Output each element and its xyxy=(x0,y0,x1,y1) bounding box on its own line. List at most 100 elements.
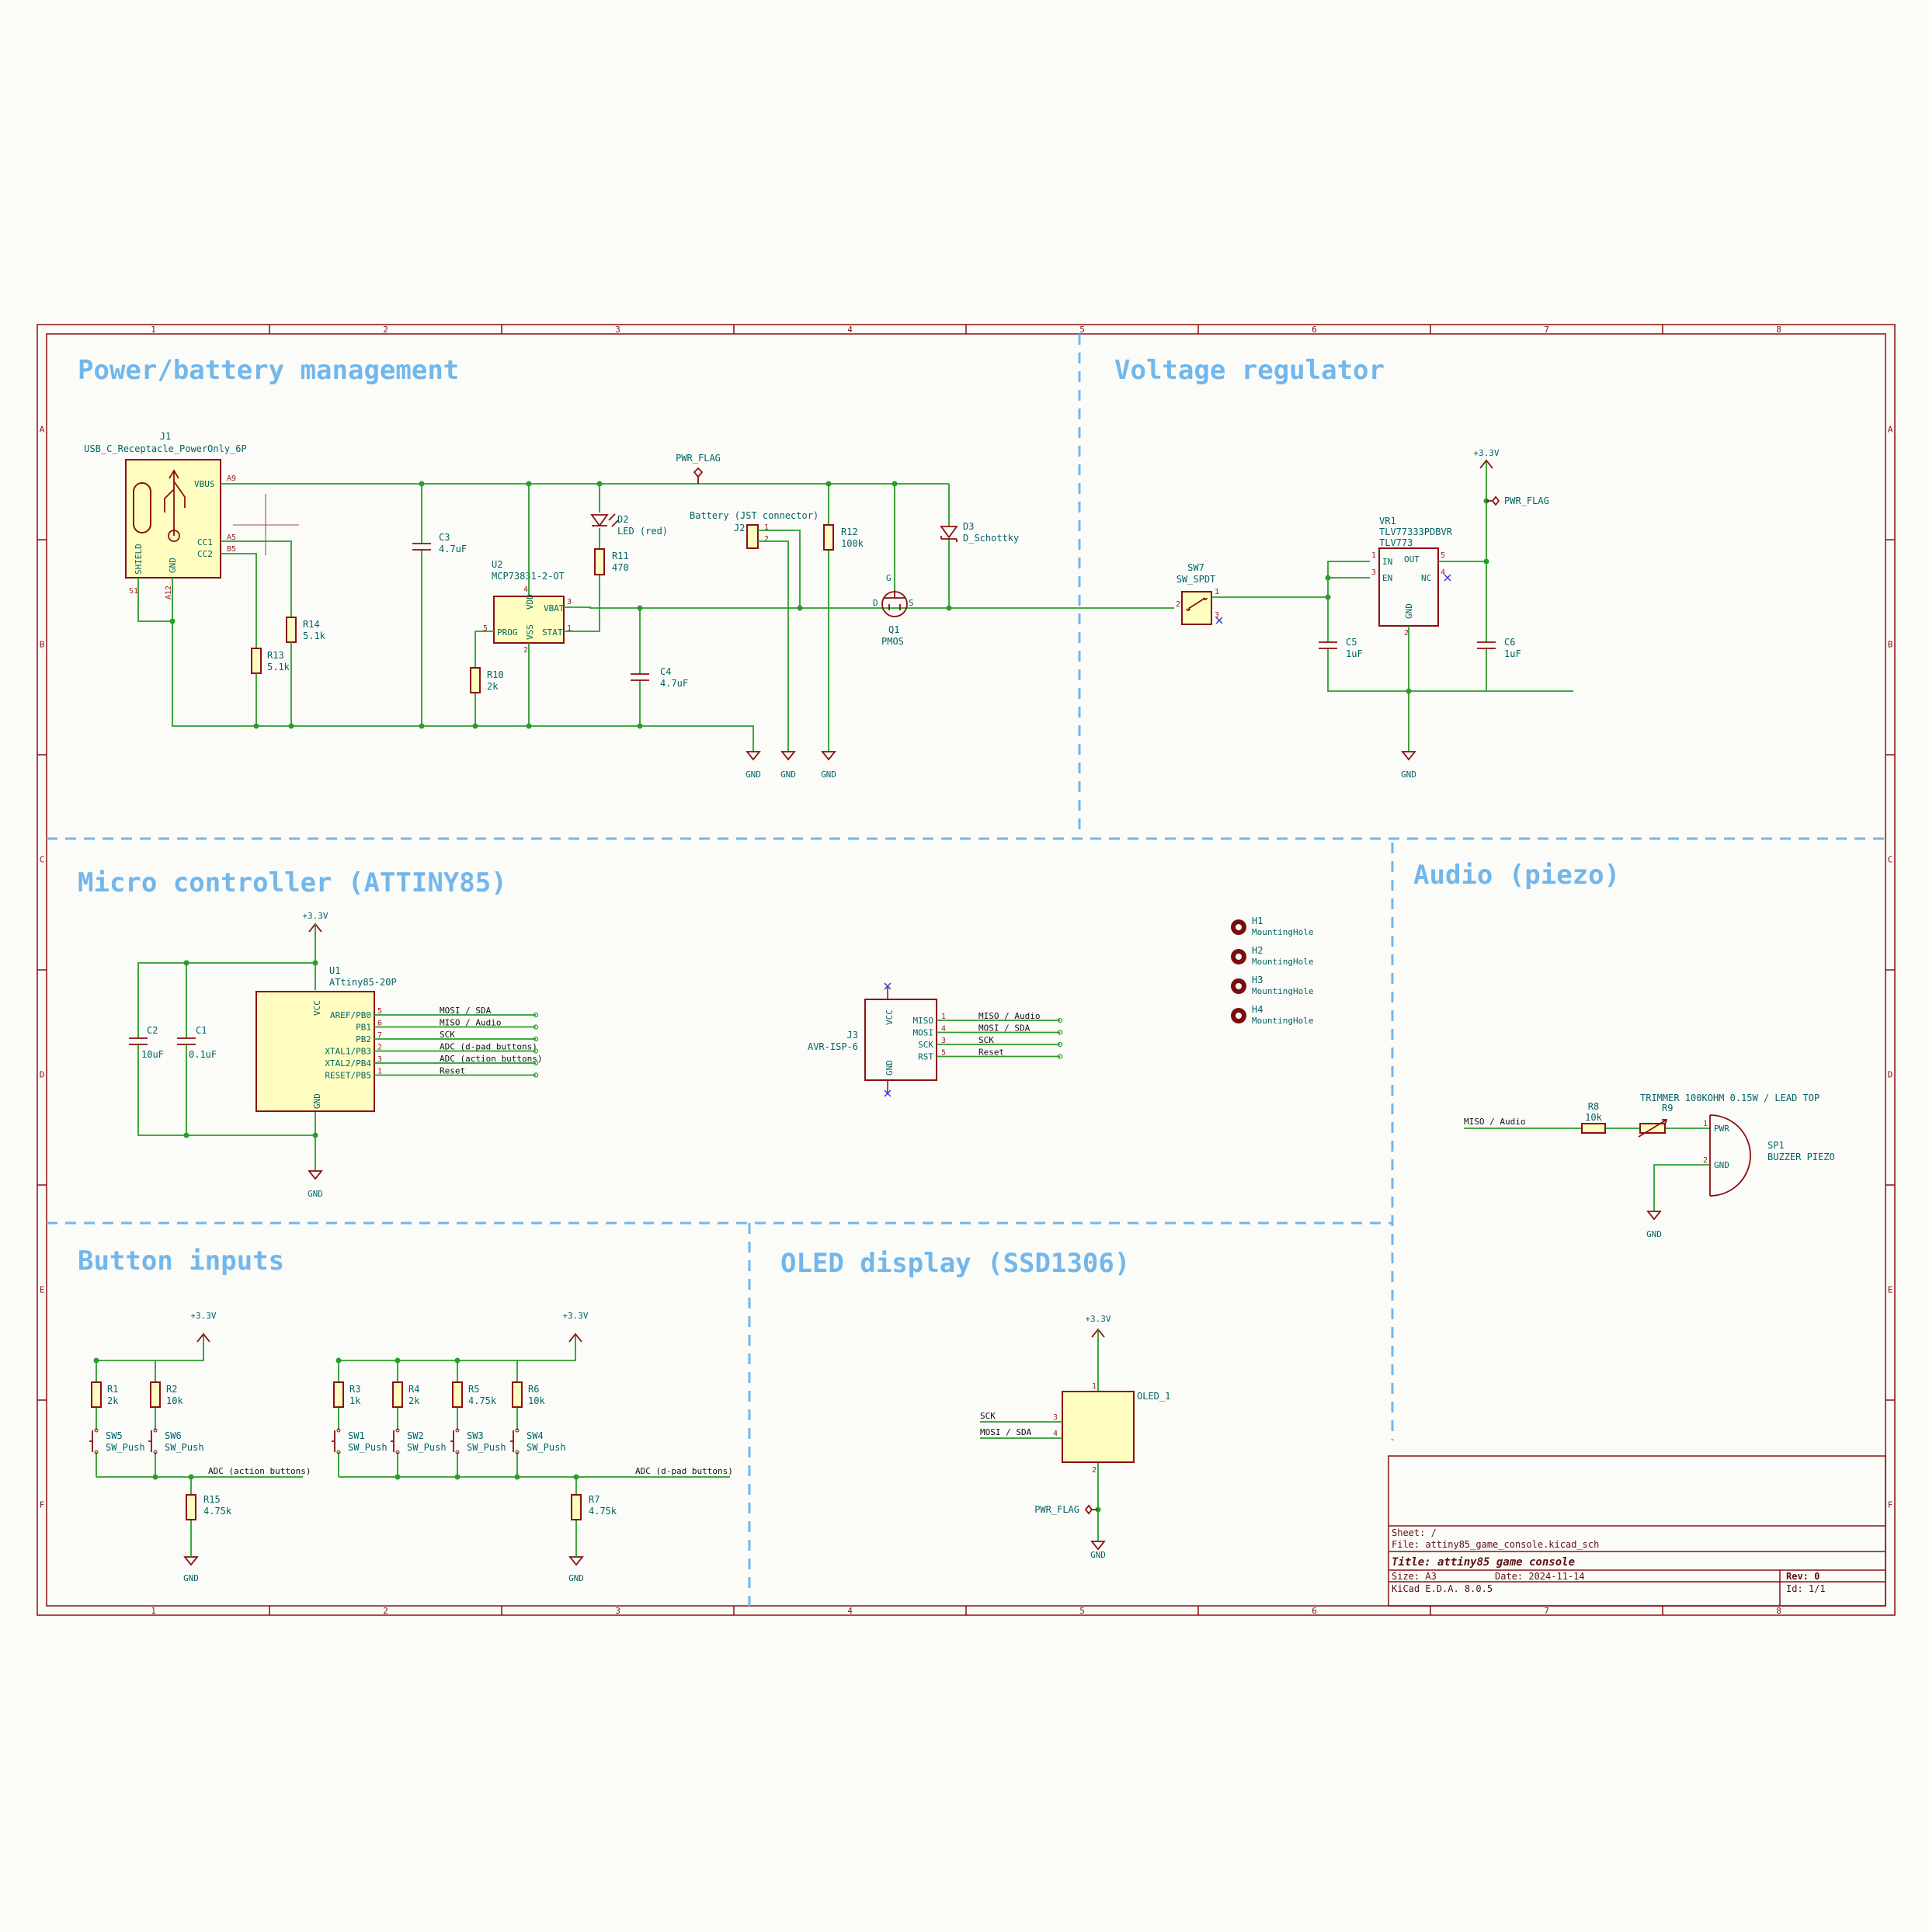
vr1-pin-gnd: GND xyxy=(1404,603,1414,619)
pullup-ref: R5 xyxy=(468,1384,479,1395)
svg-text:GND: GND xyxy=(308,1189,323,1199)
col-mark-top: 5 xyxy=(1079,325,1085,335)
push-switch[interactable] xyxy=(148,1430,155,1452)
v33-arrow-icon xyxy=(1479,459,1493,469)
push-switch[interactable] xyxy=(391,1430,398,1452)
col-mark-top: 2 xyxy=(383,325,388,335)
mounting-hole-center xyxy=(1236,983,1242,989)
svg-text:2: 2 xyxy=(1703,1156,1708,1165)
u1-pin-label: XTAL2/PB4 xyxy=(325,1058,371,1069)
u1-pin-gnd: GND xyxy=(312,1093,322,1109)
d3-ref: D3 xyxy=(963,521,974,532)
push-switch[interactable] xyxy=(332,1430,339,1452)
switch-value: SW_Push xyxy=(106,1442,145,1453)
no-connect-icon xyxy=(1215,617,1223,624)
switch-ref: SW3 xyxy=(467,1430,484,1441)
push-switch[interactable] xyxy=(510,1430,517,1452)
d2-led xyxy=(590,514,609,527)
gnd-symbol-2: GND xyxy=(780,751,796,780)
v33-label-mcu: +3.3V xyxy=(302,911,328,921)
r12-value: 100k xyxy=(841,538,864,549)
j2-ref: J2 xyxy=(734,523,745,533)
switch-ref: SW2 xyxy=(407,1430,424,1441)
c6-ref: C6 xyxy=(1504,637,1515,648)
j1-usb-c-body xyxy=(125,459,221,579)
row-mark-left: F xyxy=(40,1500,45,1510)
oled-ref: OLED_1 xyxy=(1137,1391,1170,1402)
usb-c-port-icon xyxy=(133,482,151,533)
r14-resistor xyxy=(286,617,297,643)
r10-resistor xyxy=(470,667,481,693)
j1-ref: J1 xyxy=(160,431,171,442)
push-switch[interactable] xyxy=(450,1430,457,1452)
r7-value: 4.75k xyxy=(589,1506,617,1517)
svg-text:1: 1 xyxy=(1092,1382,1097,1391)
j3-pin-label: SCK xyxy=(918,1040,933,1050)
pullup-ref: R4 xyxy=(408,1384,419,1395)
section-title-audio: Audio (piezo) xyxy=(1413,860,1620,891)
col-mark-bottom: 4 xyxy=(847,1606,853,1616)
pullup-resistor xyxy=(91,1381,102,1408)
switch-ref: SW4 xyxy=(527,1430,544,1441)
svg-text:GND: GND xyxy=(183,1573,199,1583)
j1-pinnum-a9: A9 xyxy=(227,474,236,483)
j3-pin-label: MOSI xyxy=(913,1028,934,1038)
j3-pin-number: 3 xyxy=(941,1037,946,1045)
col-mark-bottom: 5 xyxy=(1079,1606,1085,1616)
net-terminal-icon xyxy=(1057,1041,1063,1048)
r12-resistor xyxy=(823,524,834,551)
u1-pin-number: 7 xyxy=(377,1031,382,1040)
u2-pinnum-5: 5 xyxy=(483,624,488,633)
row-mark-left: A xyxy=(40,425,45,435)
c3-value: 4.7uF xyxy=(439,544,467,554)
row-mark-right: B xyxy=(1888,640,1893,650)
r8-value: 10k xyxy=(1585,1112,1602,1123)
c3-capacitor xyxy=(412,543,431,551)
vr1-value: TLV77333PDBVR xyxy=(1379,526,1453,537)
svg-text:1: 1 xyxy=(764,523,769,532)
gnd-symbol-btn-right: GND xyxy=(568,1556,584,1583)
d3-schottky-diode xyxy=(940,526,958,542)
u2-ref: U2 xyxy=(492,559,502,570)
col-mark-bottom: 6 xyxy=(1312,1606,1317,1616)
c6-value: 1uF xyxy=(1504,648,1521,659)
switch-ref: SW6 xyxy=(165,1430,182,1441)
svg-text:2: 2 xyxy=(1176,600,1180,609)
net-terminal-icon xyxy=(533,1024,539,1030)
u2-pin-vss: VSS xyxy=(525,624,535,640)
col-mark-top: 3 xyxy=(615,325,620,335)
c1-capacitor xyxy=(177,1037,196,1045)
sw7-spdt-switch xyxy=(1181,591,1212,625)
c5-value: 1uF xyxy=(1346,648,1363,659)
vr1-regulator-ic xyxy=(1378,547,1439,627)
gnd-symbol-3: GND xyxy=(821,751,836,780)
pwr-flag-icon xyxy=(693,467,704,484)
gnd-symbol-audio: GND xyxy=(1646,1211,1662,1239)
c1-value: 0.1uF xyxy=(189,1049,217,1060)
switch-value: SW_Push xyxy=(527,1442,566,1453)
svg-text:GND: GND xyxy=(568,1573,584,1583)
u1-pin-number: 2 xyxy=(377,1044,382,1052)
push-switch[interactable] xyxy=(89,1430,96,1452)
oled-display-module xyxy=(1062,1391,1135,1463)
audio-net-label: MISO / Audio xyxy=(1464,1117,1525,1127)
svg-text:1: 1 xyxy=(1703,1120,1708,1128)
c6-capacitor xyxy=(1477,641,1496,649)
gnd-symbol-reg: GND xyxy=(1401,751,1416,780)
r7-resistor xyxy=(571,1494,582,1520)
u2-pin-vbat: VBAT xyxy=(544,603,565,613)
svg-text:GND: GND xyxy=(1401,770,1416,780)
section-title-buttons: Button inputs xyxy=(78,1246,284,1277)
sp1-pin-gnd: GND xyxy=(1714,1160,1729,1170)
svg-text:VCC: VCC xyxy=(885,1009,895,1025)
c5-ref: C5 xyxy=(1346,637,1357,648)
switch-ref: SW1 xyxy=(348,1430,365,1441)
mounting-hole-ref: H2 xyxy=(1252,945,1263,956)
mounting-hole-value: MountingHole xyxy=(1252,986,1313,996)
r13-value: 5.1k xyxy=(267,662,290,672)
svg-text:3: 3 xyxy=(1215,611,1219,620)
svg-text:GND: GND xyxy=(746,770,761,780)
tb-sheet: Sheet: / xyxy=(1392,1527,1437,1538)
j1-pinnum-a5: A5 xyxy=(227,533,236,542)
